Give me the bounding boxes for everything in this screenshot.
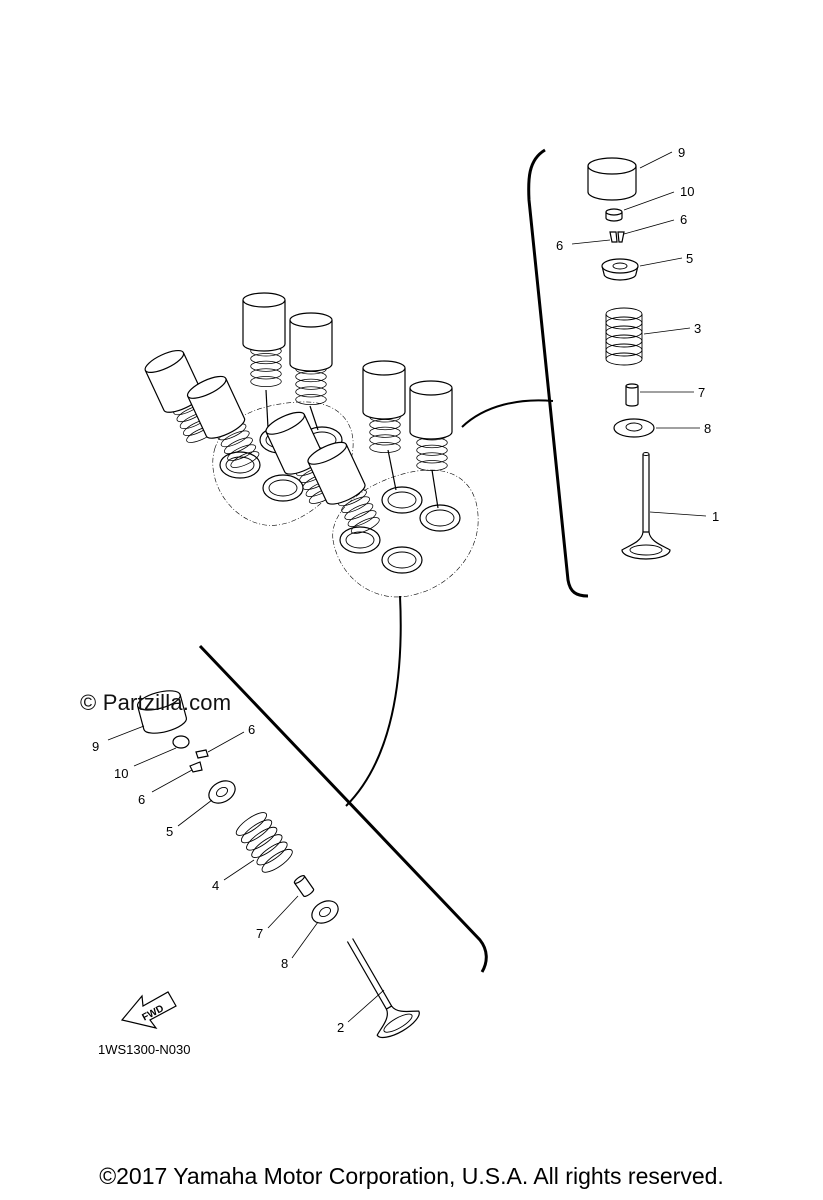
upper-retainer-5: [601, 258, 639, 281]
callout-upper-5: 5: [686, 251, 693, 266]
cylinder-head-valve-cluster: [141, 292, 479, 598]
callout-lower-2: 2: [337, 1020, 344, 1035]
callout-upper-3: 3: [694, 321, 701, 336]
callout-lower-7: 7: [256, 926, 263, 941]
lower-cotters-6: [189, 749, 209, 773]
upper-connector: [461, 399, 554, 428]
upper-spring-3: [605, 307, 643, 366]
copyright-notice: ©2017 Yamaha Motor Corporation, U.S.A. A…: [99, 1163, 724, 1189]
upper-spring-seat-8: [613, 418, 655, 438]
lower-spring-4: [232, 808, 296, 877]
right-port-outline: [332, 469, 479, 598]
callout-upper-8: 8: [704, 421, 711, 436]
callout-upper-9: 9: [678, 145, 685, 160]
upper-exploded-stack: 9 10 6 6 5 3 7 8 1: [527, 145, 719, 598]
lower-retainer-5: [208, 780, 236, 804]
callout-lower-9: 9: [92, 739, 99, 754]
lower-stem-seal-7: [293, 875, 315, 897]
upper-valve-1: [621, 452, 671, 560]
left-port-outline: [212, 401, 354, 526]
lower-spring-seat-8: [311, 900, 339, 924]
callout-upper-7: 7: [698, 385, 705, 400]
upper-stem-seal-7: [625, 383, 639, 407]
callout-upper-6b: 6: [556, 238, 563, 253]
lower-lifter-9: [136, 690, 187, 734]
callout-lower-5: 5: [166, 824, 173, 839]
callout-upper-6a: 6: [680, 212, 687, 227]
callout-lower-4: 4: [212, 878, 219, 893]
partzilla-watermark: © Partzilla.com: [80, 690, 232, 715]
upper-cotters-6: [609, 231, 625, 243]
lower-bracket: [198, 644, 488, 973]
diagram-code: 1WS1300-N030: [98, 1042, 191, 1057]
callout-lower-8: 8: [281, 956, 288, 971]
upper-shim-10: [605, 208, 623, 222]
lower-connector: [345, 595, 402, 807]
lower-shim-10: [172, 735, 190, 749]
lower-exploded-stack: 9 10 6 6 5 4 7 8 2: [92, 644, 488, 1044]
callout-lower-10: 10: [114, 766, 128, 781]
callout-lower-6a: 6: [248, 722, 255, 737]
callout-upper-10: 10: [680, 184, 694, 199]
upper-bracket: [527, 148, 589, 598]
upper-lifter-9: [587, 157, 637, 201]
callout-lower-6b: 6: [138, 792, 145, 807]
fwd-arrow-icon: FWD: [120, 991, 177, 1029]
callout-upper-1: 1: [712, 509, 719, 524]
